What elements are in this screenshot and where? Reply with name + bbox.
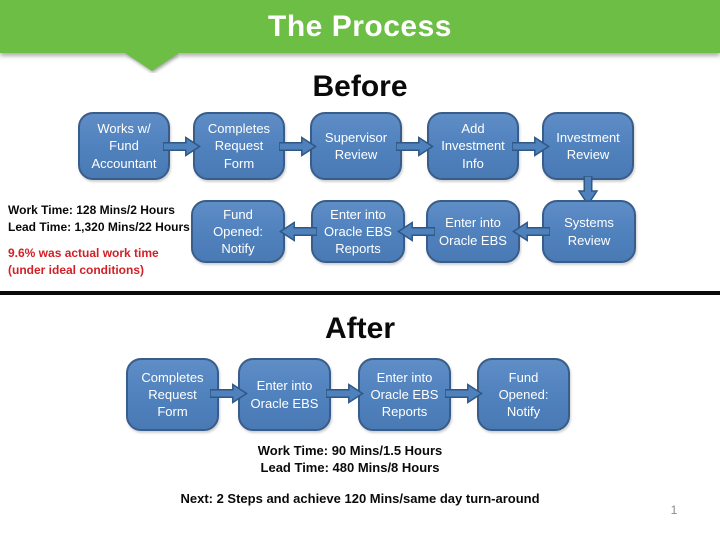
process-step-box: Supervisor Review xyxy=(310,112,402,180)
before-note-line2: (under ideal conditions) xyxy=(8,263,145,277)
flow-arrow-left-icon xyxy=(279,221,317,242)
after-heading: After xyxy=(324,312,395,345)
process-step-box: Enter into Oracle EBS xyxy=(238,358,331,431)
flow-arrow-left-icon xyxy=(397,221,435,242)
process-step-box: Systems Review xyxy=(542,200,636,263)
process-step-box: Works w/ Fund Accountant xyxy=(78,112,170,180)
process-step-box: Fund Opened: Notify xyxy=(191,200,285,263)
process-step-box: Investment Review xyxy=(542,112,634,180)
section-divider xyxy=(0,291,720,295)
process-step-box: Completes Request Form xyxy=(193,112,285,180)
flow-arrow-right-icon xyxy=(396,136,434,157)
process-step-box: Add Investment Info xyxy=(427,112,519,180)
process-step-box: Fund Opened: Notify xyxy=(477,358,570,431)
process-step-box: Completes Request Form xyxy=(126,358,219,431)
process-step-box: Enter into Oracle EBS Reports xyxy=(311,200,405,263)
banner-pointer-icon xyxy=(125,53,179,73)
flow-arrow-right-icon xyxy=(163,136,201,157)
before-note-line1: 9.6% was actual work time xyxy=(8,246,159,260)
before-lead-time: Lead Time: 1,320 Mins/22 Hours xyxy=(8,220,190,234)
process-step-box: Enter into Oracle EBS Reports xyxy=(358,358,451,431)
after-work-time: Work Time: 90 Mins/1.5 Hours xyxy=(257,443,443,458)
process-step-box: Enter into Oracle EBS xyxy=(426,200,520,263)
flow-arrow-down-icon xyxy=(577,176,599,206)
flow-arrow-right-icon xyxy=(210,383,248,404)
before-heading: Before xyxy=(312,70,408,103)
before-stats: Work Time: 128 Mins/2 Hours Lead Time: 1… xyxy=(8,202,193,236)
flow-arrow-right-icon xyxy=(279,136,317,157)
flow-arrow-left-icon xyxy=(512,221,550,242)
flow-arrow-right-icon xyxy=(512,136,550,157)
slide-title: The Process xyxy=(268,9,452,43)
before-work-time: Work Time: 128 Mins/2 Hours xyxy=(8,203,175,217)
after-stats: Work Time: 90 Mins/1.5 Hours Lead Time: … xyxy=(0,442,700,476)
after-next-note: Next: 2 Steps and achieve 120 Mins/same … xyxy=(180,491,540,506)
before-note: 9.6% was actual work time (under ideal c… xyxy=(8,245,193,279)
slide-banner: The Process xyxy=(0,0,720,53)
flow-arrow-right-icon xyxy=(445,383,483,404)
after-lead-time: Lead Time: 480 Mins/8 Hours xyxy=(260,460,440,475)
page-number: 1 xyxy=(670,503,678,517)
flow-arrow-right-icon xyxy=(326,383,364,404)
